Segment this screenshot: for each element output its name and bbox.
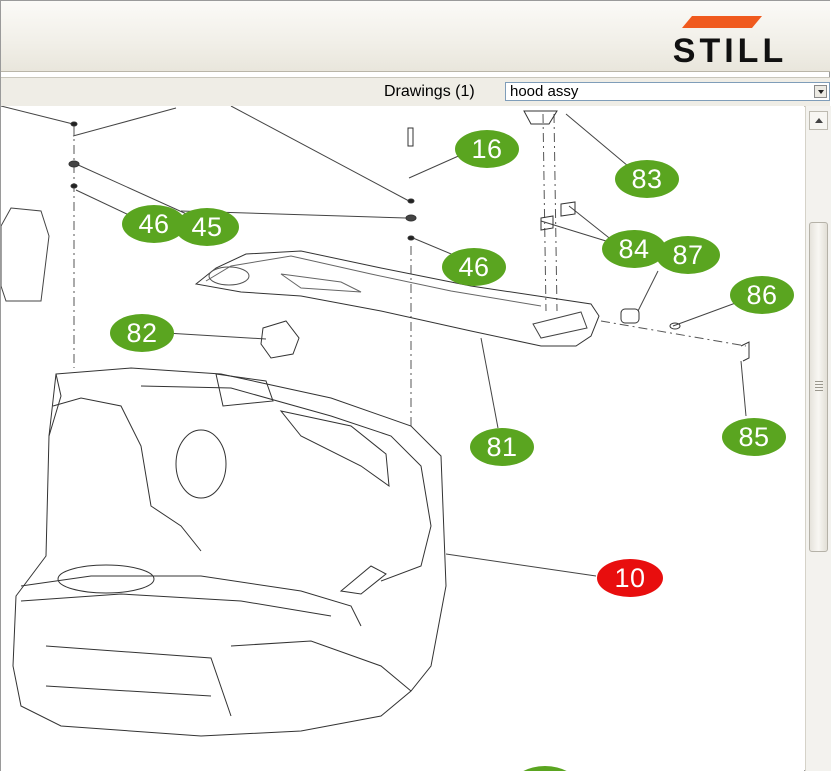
scroll-up-icon[interactable] xyxy=(809,111,828,130)
callout-partial[interactable] xyxy=(513,766,577,771)
callout-82[interactable]: 82 xyxy=(110,314,174,352)
header-bar: STILL xyxy=(1,1,830,72)
grip-line xyxy=(815,381,823,382)
callout-85[interactable]: 85 xyxy=(722,418,786,456)
callout-87[interactable]: 87 xyxy=(656,236,720,274)
exploded-view-diagram xyxy=(1,106,750,737)
still-logo: STILL xyxy=(673,16,787,64)
hardware-parts xyxy=(68,110,750,362)
bracket-part xyxy=(260,320,300,359)
drawing-select-value: hood assy xyxy=(510,83,579,100)
scrollbar-thumb[interactable] xyxy=(809,222,828,552)
callout-16[interactable]: 16 xyxy=(455,130,519,168)
drawing-select[interactable]: hood assy xyxy=(505,82,830,101)
grip-line xyxy=(815,390,823,391)
callout-46-lower[interactable]: 46 xyxy=(442,248,506,286)
top-cover-part xyxy=(194,250,600,347)
callout-86[interactable]: 86 xyxy=(730,276,794,314)
side-panel-part xyxy=(1,207,50,302)
chevron-down-icon[interactable] xyxy=(814,85,827,98)
grip-line xyxy=(815,387,823,388)
callout-84[interactable]: 84 xyxy=(602,230,666,268)
callout-10[interactable]: 10 xyxy=(597,559,663,597)
still-logo-text: STILL xyxy=(673,32,787,64)
callout-45[interactable]: 45 xyxy=(175,208,239,246)
grip-line xyxy=(815,384,823,385)
leader-lines xyxy=(1,106,747,577)
parts-drawing: 16 83 46 45 84 87 46 86 82 81 85 10 xyxy=(1,106,804,771)
vertical-scrollbar[interactable] xyxy=(805,106,831,771)
hood-part xyxy=(12,367,447,737)
drawing-toolbar: Drawings (1) hood assy xyxy=(1,77,830,107)
callout-81[interactable]: 81 xyxy=(470,428,534,466)
callout-83[interactable]: 83 xyxy=(615,160,679,198)
drawings-label: Drawings (1) xyxy=(384,83,475,100)
